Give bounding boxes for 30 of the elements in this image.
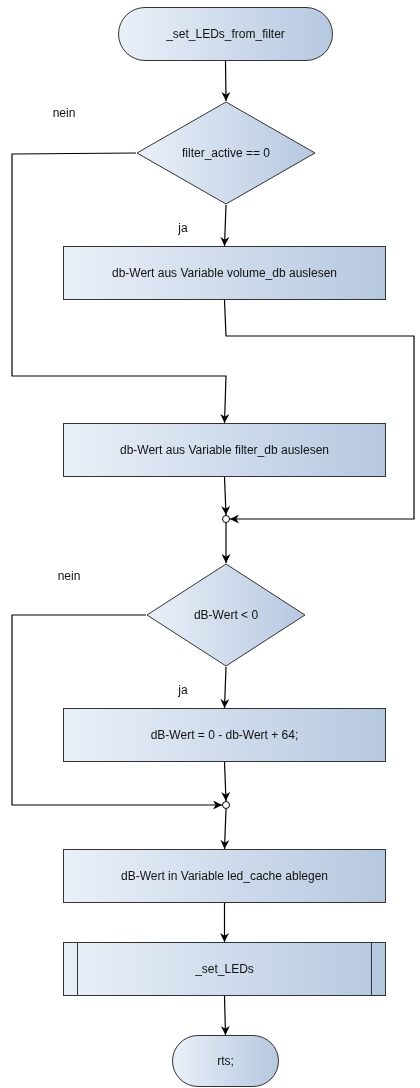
node-text: rts; (217, 1053, 234, 1069)
process-box (63, 423, 386, 477)
process-box (63, 708, 386, 762)
decision-diamond (146, 563, 306, 667)
arrow (11, 614, 223, 810)
process-box (63, 849, 386, 903)
node-text: dB-Wert in Variable led_cache ablegen (121, 868, 328, 884)
arrow (221, 761, 231, 802)
decision-diamond (136, 101, 316, 205)
node-text: dB-Wert < 0 (193, 607, 259, 623)
process-box (63, 246, 386, 300)
node-text: db-Wert aus Variable volume_db auslesen (112, 265, 337, 281)
node-text: _set_LEDs_from_filter (166, 26, 285, 42)
arrow (220, 902, 229, 943)
arrow (221, 476, 231, 516)
arrow (221, 60, 231, 102)
arrow (221, 522, 231, 564)
node-text: filter_active == 0 (181, 145, 271, 161)
arrow (223, 299, 415, 524)
arrow (220, 808, 230, 850)
arrow (220, 995, 230, 1036)
node-text: dB-Wert = 0 - db-Wert + 64; (150, 727, 299, 743)
subroutine-box (63, 942, 386, 996)
node-text: db-Wert aus Variable filter_db auslesen (120, 442, 329, 458)
arrow (220, 204, 230, 247)
arrow (220, 666, 230, 709)
node-text: _set_LEDs (195, 961, 254, 977)
arrow (11, 152, 230, 424)
terminal-shape (172, 1035, 279, 1087)
terminal-shape (118, 7, 333, 61)
